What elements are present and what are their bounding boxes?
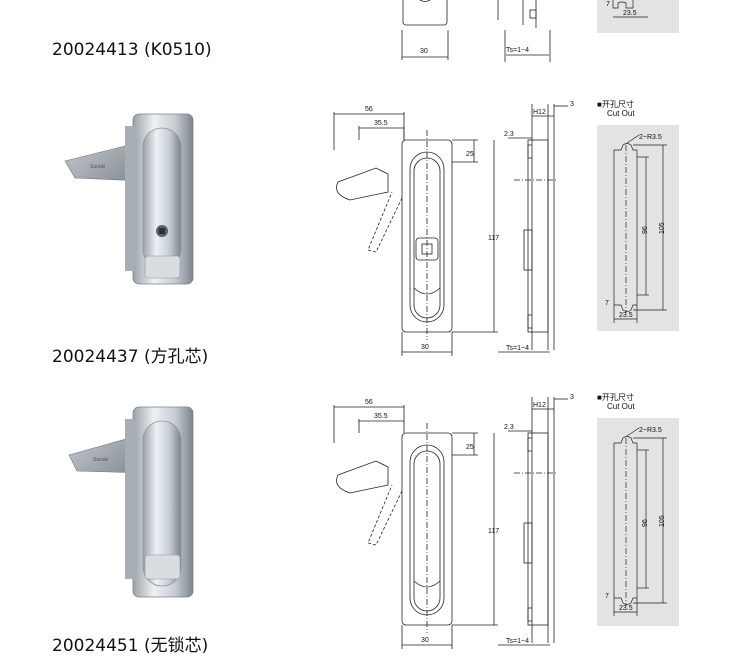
product-section-1: 30 Ts=1~4 7 23.5 20024413 (K0510)	[0, 0, 750, 80]
plate-dim: 3	[570, 394, 574, 401]
width-dim: 56	[365, 399, 373, 406]
product-photo-2: Sunaki	[64, 113, 194, 285]
technical-drawing-2: 56 35.5 25 117 30 H12 2.3 3 Ts=1~4	[333, 101, 574, 356]
technical-drawing-1: 30 Ts=1~4	[401, 0, 551, 62]
product-code-3: 20024451 (无锁芯)	[52, 631, 208, 656]
plate-dim: 3	[570, 101, 574, 108]
inner-height-label: 96	[642, 226, 649, 234]
outer-height-label: 105	[659, 515, 666, 527]
cutout-width-label: 23.5	[623, 10, 637, 17]
product-photo-3: Sunaki	[68, 406, 194, 598]
cutout-panel-2: 2~R3.5 96 105 7 23.5	[597, 125, 679, 331]
product-code-2: 20024437 (方孔芯)	[52, 342, 208, 367]
svg-text:Sunaki: Sunaki	[93, 457, 108, 463]
bottom-width-dim: 30	[421, 637, 429, 644]
svg-text:7: 7	[606, 1, 610, 8]
inner-width-dim: 35.5	[374, 413, 388, 420]
height-dim: 117	[488, 528, 499, 535]
top-gap-dim: 25	[466, 151, 474, 158]
cutout-width-label: 23.5	[619, 312, 633, 319]
margin-label: 7	[605, 593, 609, 600]
technical-drawing-3: 56 35.5 25 117 30 H12 2.3 3 Ts=1~4	[333, 394, 574, 649]
outer-height-label: 105	[659, 222, 666, 234]
lever-height-dim: H12	[533, 402, 546, 409]
margin-label: 7	[605, 300, 609, 307]
product-variant: (无锁芯)	[143, 636, 209, 656]
product-number: 20024437	[52, 347, 139, 367]
bullet-square-icon: ■	[597, 393, 602, 402]
thickness-label: Ts=1~4	[506, 47, 529, 54]
height-dim: 117	[488, 235, 499, 242]
cutout-heading-2: ■开孔尺寸 Cut Out	[597, 100, 635, 118]
radius-label: 2~R3.5	[639, 427, 662, 434]
offset-dim: 2.3	[504, 424, 514, 431]
cutout-panel-1: 7 23.5	[597, 0, 679, 33]
product-section-3: Sunaki	[0, 393, 750, 656]
product-number: 20024451	[52, 636, 139, 656]
thickness-dim: Ts=1~4	[506, 345, 529, 352]
bullet-square-icon: ■	[597, 100, 602, 109]
inner-height-label: 96	[642, 519, 649, 527]
lever-height-dim: H12	[533, 109, 546, 116]
radius-label: 2~R3.5	[639, 134, 662, 141]
offset-dim: 2.3	[504, 131, 514, 138]
bottom-width-label: 30	[420, 48, 428, 55]
width-dim: 56	[365, 106, 373, 113]
product-code-1: 20024413 (K0510)	[52, 40, 212, 60]
product-number: 20024413	[52, 40, 139, 60]
cutout-width-label: 23.5	[619, 605, 633, 612]
bottom-width-dim: 30	[421, 344, 429, 351]
top-gap-dim: 25	[466, 444, 474, 451]
product-variant: (方孔芯)	[143, 347, 209, 367]
thickness-dim: Ts=1~4	[506, 638, 529, 645]
inner-width-dim: 35.5	[374, 120, 388, 127]
cutout-panel-3: 2~R3.5 96 105 7 23.5	[597, 418, 679, 626]
product-section-2: Sunaki	[0, 100, 750, 370]
cutout-heading-3: ■开孔尺寸 Cut Out	[597, 393, 635, 411]
svg-text:Sunaki: Sunaki	[90, 164, 105, 170]
product-variant: (K0510)	[143, 40, 212, 60]
